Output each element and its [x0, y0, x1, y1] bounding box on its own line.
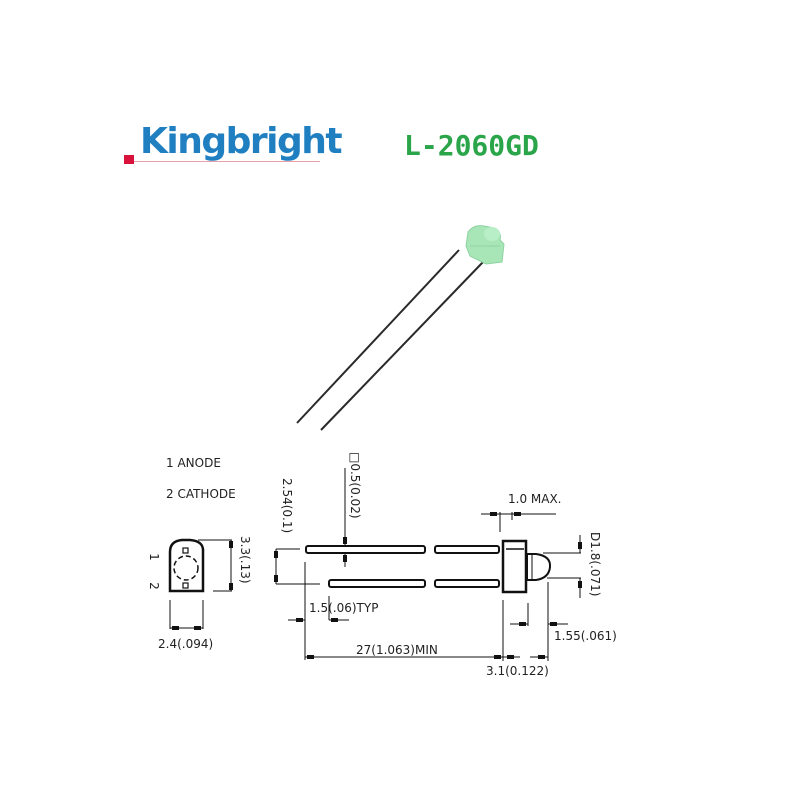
pin-legend-anode: 1 ANODE: [166, 456, 221, 470]
dim-lead-pitch: 2.54(0.1): [280, 478, 294, 534]
dim-lead-size: □0.5(0.02): [348, 452, 362, 519]
dimension-arrowheads: [172, 512, 582, 659]
brand-logo-mark: [124, 155, 134, 164]
end-view-pin1-label: 1: [146, 553, 161, 561]
dim-flange-max: 1.0 MAX.: [508, 492, 562, 506]
end-view-outline: [168, 538, 232, 629]
pin-legend-cathode: 2 CATHODE: [166, 487, 236, 501]
dim-body-length: 3.1(0.122): [486, 664, 549, 678]
brand-logo-underline: [134, 161, 320, 162]
dim-end-height: 3.3(.13): [238, 536, 252, 584]
dim-lens-protrusion: 1.55(.061): [554, 629, 617, 643]
brand-logo: Kingbright: [140, 121, 343, 162]
dim-lead-length: 27(1.063)MIN: [356, 643, 438, 657]
dim-end-width: 2.4(.094): [158, 637, 214, 651]
side-view-leads: [305, 545, 500, 588]
dim-lens-diameter: D1.8(.071): [588, 532, 602, 597]
side-view-body: [501, 539, 552, 594]
led-leads: [296, 249, 484, 431]
end-view-pin2-label: 2: [146, 582, 161, 590]
dim-lead-offset: 1.5(.06)TYP: [309, 601, 379, 615]
part-number: L-2060GD: [404, 129, 539, 162]
led-body-icon: [465, 225, 505, 265]
